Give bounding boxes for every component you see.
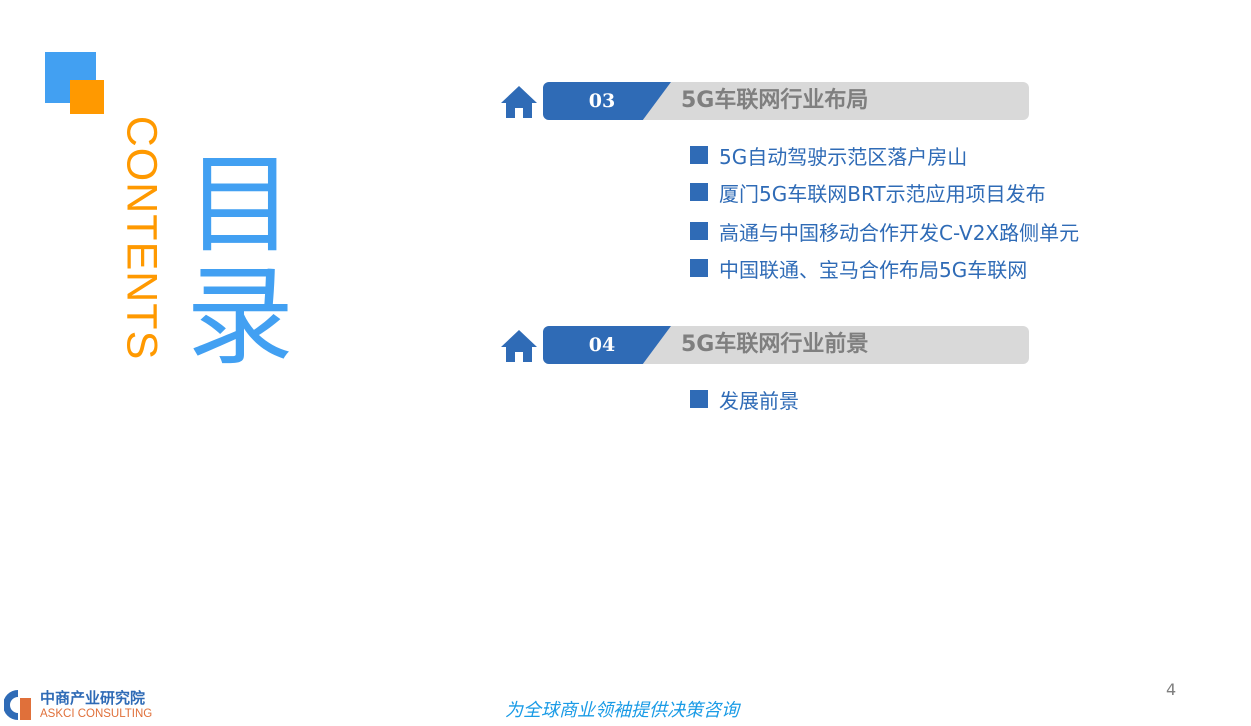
home-icon <box>501 86 537 118</box>
page-number: 4 <box>1166 680 1177 699</box>
section-number: 04 <box>588 334 616 356</box>
list-item-text: 发展前景 <box>719 388 799 413</box>
home-icon <box>501 330 537 362</box>
list-item: 5G自动驾驶示范区落户房山 <box>690 141 967 169</box>
list-item: 厦门5G车联网BRT示范应用项目发布 <box>690 178 1046 206</box>
list-item-text: 中国联通、宝马合作布局5G车联网 <box>719 257 1028 282</box>
section-number: 03 <box>588 90 616 112</box>
logo-text-en: ASKCI CONSULTING <box>40 707 153 720</box>
list-item-text: 高通与中国移动合作开发C-V2X路侧单元 <box>719 220 1080 245</box>
list-item: 中国联通、宝马合作布局5G车联网 <box>690 254 1027 282</box>
list-item-text: 厦门5G车联网BRT示范应用项目发布 <box>719 181 1046 206</box>
section-header-03: 03 5G车联网行业布局 <box>500 82 1030 120</box>
section-header-04: 04 5G车联网行业前景 <box>500 326 1030 364</box>
bullet-icon <box>690 259 708 277</box>
bullet-icon <box>690 183 708 201</box>
list-item-text: 5G自动驾驶示范区落户房山 <box>719 144 968 169</box>
bullet-icon <box>690 222 708 240</box>
footer-slogan: 为全球商业领袖提供决策咨询 <box>505 700 739 721</box>
section-title: 5G车联网行业布局 <box>681 88 869 113</box>
list-item: 高通与中国移动合作开发C-V2X路侧单元 <box>690 217 1079 245</box>
decor-square-orange <box>70 80 104 114</box>
bullet-icon <box>690 390 708 408</box>
logo-text-cn: 中商产业研究院 <box>40 688 146 707</box>
contents-title-en: CONTENTS <box>117 115 166 361</box>
list-item: 发展前景 <box>690 385 799 413</box>
logo-mark-icon <box>4 690 31 720</box>
company-logo: 中商产业研究院 ASKCI CONSULTING <box>4 688 152 722</box>
bullet-icon <box>690 146 708 164</box>
contents-title-cn: 目录 <box>185 143 294 380</box>
section-title: 5G车联网行业前景 <box>681 332 869 357</box>
